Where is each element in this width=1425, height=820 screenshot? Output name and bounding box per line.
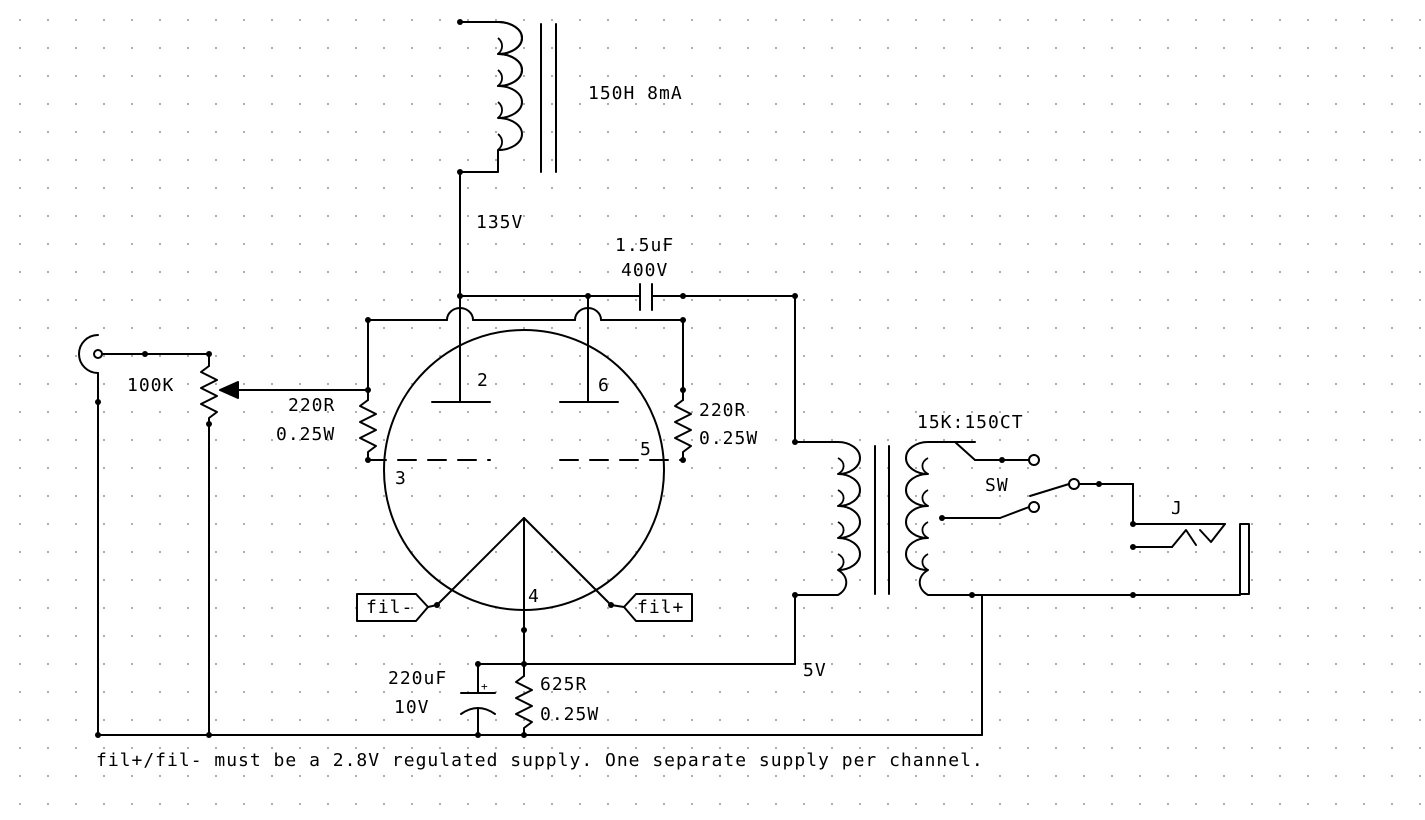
volume-pot (200, 351, 369, 736)
selector-switch (941, 441, 1134, 519)
fil-plus-label: fil+ (637, 597, 684, 618)
grid-resistor-left (359, 399, 377, 461)
plate-wiring (457, 171, 798, 443)
pin-2-label: 2 (477, 370, 489, 391)
cap-value-label: 1.5uF (615, 235, 674, 256)
pin-3-label: 3 (395, 468, 407, 489)
supply-note: fil+/fil- must be a 2.8V regulated suppl… (96, 750, 984, 771)
plate-choke (457, 19, 557, 175)
input-jack (78, 334, 210, 736)
grid-resistor-right (674, 399, 692, 461)
plate-voltage-label: 135V (476, 212, 523, 233)
r-left-value-label: 220R (288, 395, 335, 416)
ground-bus (95, 594, 983, 738)
cathode-r-value-label: 625R (540, 674, 587, 695)
coupling-capacitor (639, 283, 653, 311)
pin-5-label: 5 (640, 439, 652, 460)
cathode-cap-voltage-label: 10V (394, 697, 430, 718)
cathode-cap-value-label: 220uF (388, 668, 447, 689)
vacuum-tube (365, 295, 686, 665)
grid-wiring (365, 295, 686, 403)
fil-plus-tag (610, 593, 693, 622)
pin-6-label: 6 (598, 375, 610, 396)
cap-plus-label: + (481, 680, 489, 693)
cathode-network (460, 594, 796, 736)
output-transformer (792, 439, 983, 598)
r-right-value-label: 220R (699, 400, 746, 421)
cathode-r-power-label: 0.25W (540, 704, 599, 725)
choke-label: 150H 8mA (588, 83, 683, 104)
pin-4-label: 4 (528, 586, 540, 607)
pot-label: 100K (127, 375, 174, 396)
transformer-label: 15K:150CT (917, 412, 1024, 433)
cap-voltage-label: 400V (621, 260, 668, 281)
jack-label: J (1171, 498, 1183, 519)
supply-5v-label: 5V (803, 660, 827, 681)
r-right-power-label: 0.25W (699, 428, 758, 449)
r-left-power-label: 0.25W (276, 424, 335, 445)
fil-minus-tag (356, 593, 438, 622)
switch-label: SW (985, 475, 1009, 496)
fil-minus-label: fil- (366, 597, 413, 618)
output-jack (969, 483, 1250, 598)
